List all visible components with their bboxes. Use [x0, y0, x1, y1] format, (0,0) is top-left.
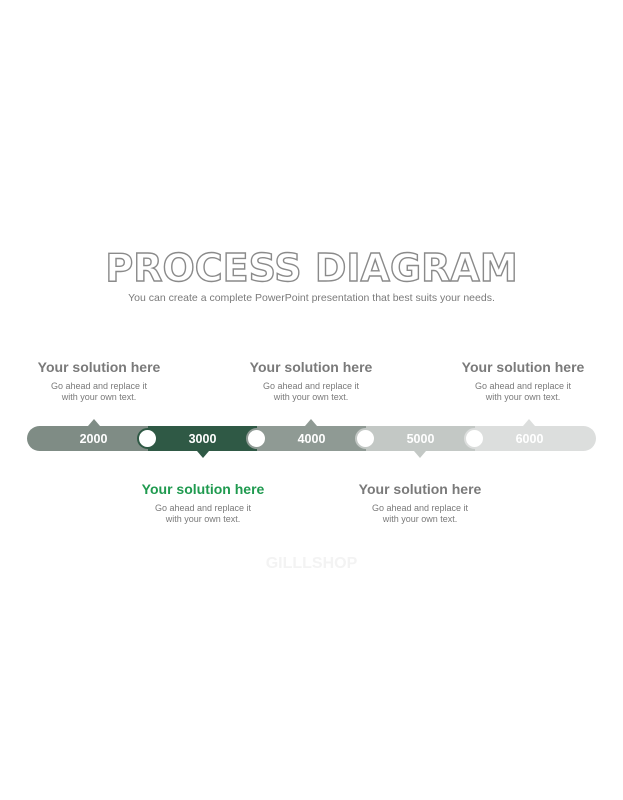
solution-desc-line: Go ahead and replace it [371, 503, 469, 513]
timeline-knob [464, 428, 485, 449]
solution-description: Go ahead and replace it with your own te… [0, 381, 199, 403]
pointer-up-1 [88, 419, 100, 426]
timeline-segment-3000: 3000 [148, 426, 257, 451]
pointer-down-2 [197, 451, 209, 458]
solution-desc-line: with your own text. [61, 392, 137, 402]
timeline-label: 3000 [188, 431, 217, 446]
solution-heading: Your solution here [141, 481, 265, 497]
timeline-knob [246, 428, 267, 449]
timeline-knob [137, 428, 158, 449]
timeline-segment-4000: 4000 [257, 426, 366, 451]
solution-desc-line: with your own text. [165, 514, 241, 524]
solution-block-2: Your solution here Go ahead and replace … [103, 481, 303, 525]
timeline-label: 2000 [79, 431, 108, 446]
solution-desc-line: Go ahead and replace it [474, 381, 572, 391]
solution-heading: Your solution here [37, 359, 161, 375]
solution-heading: Your solution here [358, 481, 482, 497]
solution-block-3: Your solution here Go ahead and replace … [211, 359, 411, 403]
solution-desc-line: with your own text. [485, 392, 561, 402]
solution-block-5: Your solution here Go ahead and replace … [423, 359, 623, 403]
timeline-knob [355, 428, 376, 449]
solution-desc-line: Go ahead and replace it [50, 381, 148, 391]
page-subtitle: You can create a complete PowerPoint pre… [128, 292, 495, 304]
watermark: GILLLSHOP [265, 555, 358, 572]
timeline-label: 5000 [406, 431, 435, 446]
page-title: PROCESS DIAGRAM [105, 245, 519, 290]
solution-description: Go ahead and replace it with your own te… [103, 503, 303, 525]
pointer-up-5 [523, 419, 535, 426]
solution-block-1: Your solution here Go ahead and replace … [0, 359, 199, 403]
pointer-down-4 [414, 451, 426, 458]
solution-heading: Your solution here [461, 359, 585, 375]
timeline-segment-6000: 6000 [475, 426, 596, 451]
timeline-label: 6000 [515, 431, 544, 446]
solution-heading: Your solution here [249, 359, 373, 375]
timeline-label: 4000 [297, 431, 326, 446]
solution-desc-line: with your own text. [382, 514, 458, 524]
solution-desc-line: with your own text. [273, 392, 349, 402]
solution-desc-line: Go ahead and replace it [262, 381, 360, 391]
solution-description: Go ahead and replace it with your own te… [211, 381, 411, 403]
solution-description: Go ahead and replace it with your own te… [320, 503, 520, 525]
solution-description: Go ahead and replace it with your own te… [423, 381, 623, 403]
solution-desc-line: Go ahead and replace it [154, 503, 252, 513]
timeline-segment-2000: 2000 [27, 426, 148, 451]
solution-block-4: Your solution here Go ahead and replace … [320, 481, 520, 525]
pointer-up-3 [305, 419, 317, 426]
timeline-segment-5000: 5000 [366, 426, 475, 451]
